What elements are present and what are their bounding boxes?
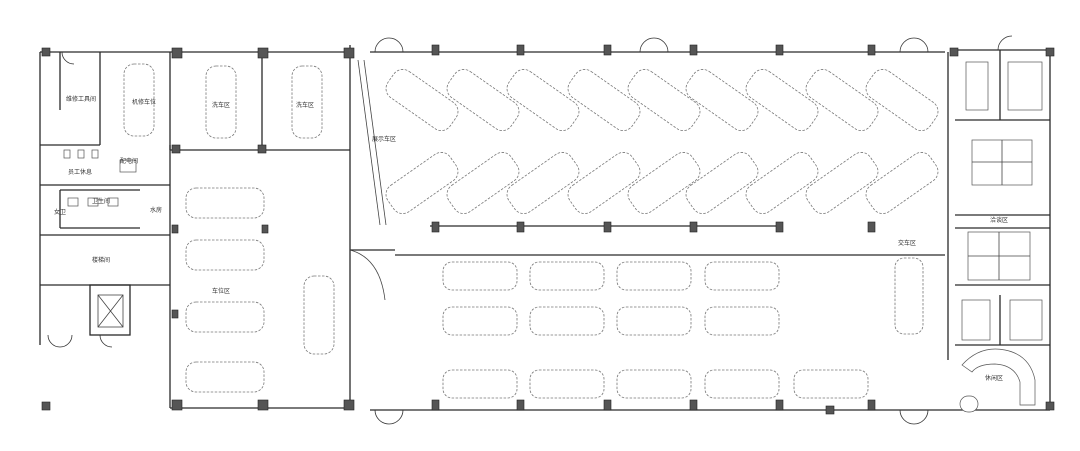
diagonal-car <box>627 69 701 131</box>
diagonal-car <box>567 69 641 131</box>
sales-desk-label: 交车区 <box>898 239 916 247</box>
garage-c-label: 洗车区 <box>296 101 314 109</box>
office-label: 洽谈区 <box>990 216 1008 224</box>
parking-zone-label: 车位区 <box>212 287 230 295</box>
diagonal-car <box>805 152 879 214</box>
garage-a-label: 机修车位 <box>132 98 156 106</box>
diagonal-car <box>745 152 819 214</box>
small-room-top-label: 维修工具间 <box>66 95 96 103</box>
diagonal-car <box>506 69 580 131</box>
diagonal-car <box>446 152 520 214</box>
wc-fixtures <box>63 149 137 207</box>
women-wc-label: 女卫 <box>54 208 66 216</box>
stair-hall-label: 楼梯间 <box>92 256 110 264</box>
showroom-horizontal-cars <box>442 257 924 399</box>
outer-walls <box>39 45 1051 411</box>
doors <box>47 35 1013 425</box>
diagonal-car <box>865 69 939 131</box>
columns <box>41 44 1055 415</box>
showroom-diagonal-cars <box>385 69 939 214</box>
store-label: 水房 <box>150 206 162 214</box>
corridor-room-label: 员工休息 <box>68 168 92 176</box>
diagonal-car <box>385 152 459 214</box>
diagonal-car <box>865 152 939 214</box>
showroom-label: 展示车区 <box>372 135 396 143</box>
garage-cars <box>123 63 335 393</box>
diagonal-car <box>805 69 879 131</box>
diagonal-car <box>385 69 459 131</box>
diagonal-car <box>745 69 819 131</box>
utility-label: 配电间 <box>120 157 138 165</box>
diagonal-car <box>506 152 580 214</box>
diagonal-car <box>627 152 701 214</box>
wc-block-label: 卫生间 <box>92 197 110 205</box>
garage-b-label: 洗车区 <box>212 101 230 109</box>
diagonal-car <box>567 152 641 214</box>
diagonal-car <box>446 69 520 131</box>
room-labels: 机修车位 洗车区 洗车区 维修工具间 员工休息 女卫 卫生间 水房 配电间 楼梯… <box>54 95 1008 382</box>
elevator-core <box>89 284 131 336</box>
office-furniture <box>959 61 1043 413</box>
lounge-label: 休闲区 <box>985 374 1003 382</box>
diagonal-car <box>685 152 759 214</box>
diagonal-car <box>685 69 759 131</box>
